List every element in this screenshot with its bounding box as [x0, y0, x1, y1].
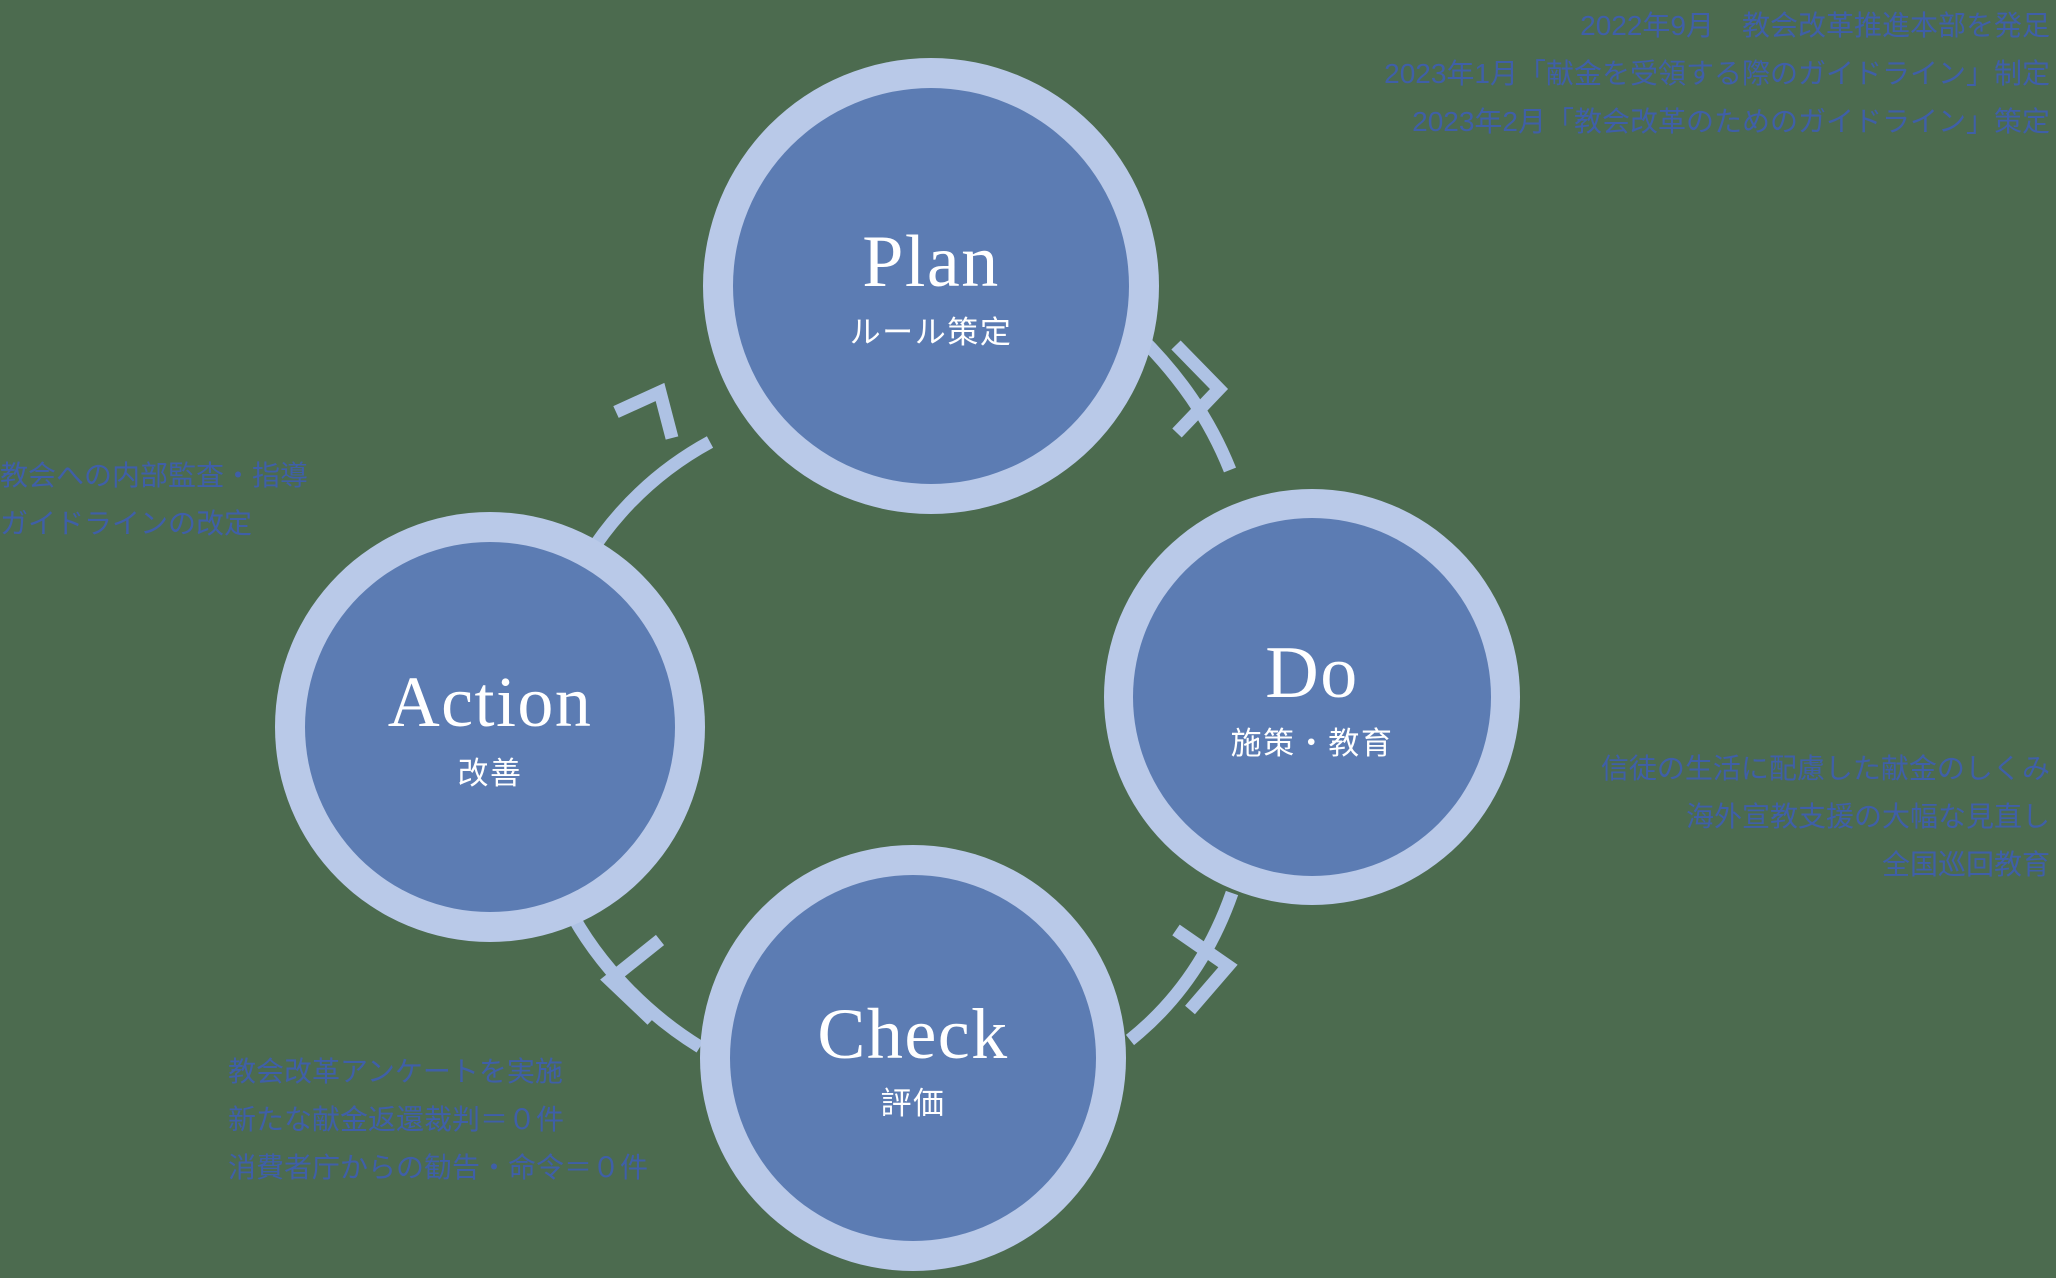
arrow-do-to-check: [1125, 890, 1239, 1046]
node-action-subtitle: 改善: [457, 755, 523, 791]
annotation-do-line-3: 全国巡回教育: [1881, 849, 2050, 881]
annotation-action: 教会への内部監査・指導 ガイドラインの改定: [0, 452, 308, 548]
node-plan[interactable]: Plan ルール策定: [703, 58, 1159, 514]
node-action[interactable]: Action 改善: [275, 512, 705, 942]
node-check-disc: [730, 875, 1096, 1241]
annotation-do-line-2: 海外宣教支援の大幅な見直し: [1685, 801, 2050, 833]
annotation-plan-line-3: 2023年2月「教会改革のためのガイドライン」策定: [1412, 106, 2050, 138]
node-check-subtitle: 評価: [880, 1085, 946, 1121]
arrow-plan-to-do-head: [1171, 340, 1229, 438]
node-check-labels: Check 評価: [817, 998, 1008, 1119]
node-do-title: Do: [1265, 631, 1359, 714]
node-do-subtitle: 施策・教育: [1230, 725, 1394, 761]
annotation-do: 信徒の生活に配慮した献金のしくみ 海外宣教支援の大幅な見直し 全国巡回教育: [1601, 745, 2050, 889]
node-action-title: Action: [387, 661, 593, 742]
arrow-check-to-action-head: [600, 934, 665, 1025]
node-action-disc: [305, 542, 675, 912]
annotation-plan-line-2: 2023年1月「献金を受領する際のガイドライン」制定: [1384, 58, 2050, 90]
node-check[interactable]: Check 評価: [700, 845, 1126, 1271]
node-action-labels: Action 改善: [388, 666, 593, 789]
node-check-title: Check: [817, 993, 1009, 1074]
node-plan-labels: Plan ルール策定: [850, 225, 1013, 348]
annotation-check-line-3: 消費者庁からの勧告・命令＝０件: [228, 1152, 649, 1184]
annotation-action-line-2: ガイドラインの改定: [0, 508, 253, 540]
annotation-check-line-1: 教会改革アンケートを実施: [228, 1056, 563, 1087]
annotation-check-line-2: 新たな献金返還裁判＝０件: [228, 1104, 565, 1136]
node-do-disc: [1133, 518, 1491, 876]
arrow-do-to-check-head: [1172, 924, 1238, 1015]
annotation-plan: 2022年9月 教会改革推進本部を発足 2023年1月「献金を受領する際のガイド…: [1384, 2, 2050, 146]
node-do-labels: Do 施策・教育: [1231, 636, 1394, 759]
node-plan-title: Plan: [862, 220, 1000, 303]
annotation-plan-line-1: 2022年9月 教会改革推進本部を発足: [1580, 10, 2050, 41]
annotation-check: 教会改革アンケートを実施 新たな献金返還裁判＝０件 消費者庁からの勧告・命令＝０…: [228, 1048, 648, 1192]
node-plan-disc: [733, 88, 1129, 484]
node-plan-subtitle: ルール策定: [849, 314, 1013, 350]
node-do[interactable]: Do 施策・教育: [1104, 489, 1520, 905]
annotation-do-line-1: 信徒の生活に配慮した献金のしくみ: [1600, 753, 2050, 784]
annotation-action-line-1: 教会への内部監査・指導: [0, 460, 309, 491]
arrow-action-to-plan-head: [613, 382, 679, 440]
